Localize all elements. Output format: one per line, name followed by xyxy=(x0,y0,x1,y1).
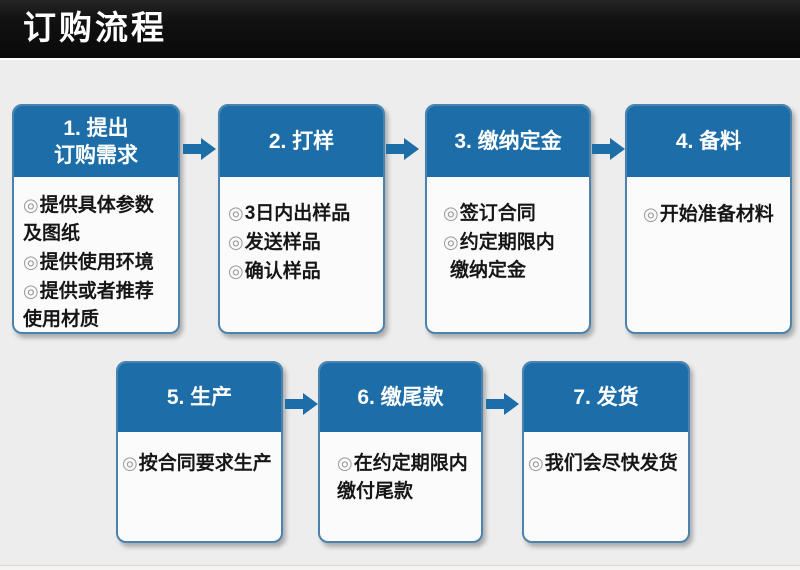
flow-step-box-3: 3. 缴纳定金◎签订合同◎约定期限内缴纳定金 xyxy=(425,104,591,334)
bullet-icon: ◎ xyxy=(228,232,244,252)
item-text: 我们会尽快发货 xyxy=(544,453,678,474)
item-line: ◎提供具体参数 xyxy=(23,191,176,220)
page-bottom-divider xyxy=(0,565,800,570)
item-text: 提供具体参数 xyxy=(39,195,154,216)
item-line: ◎提供或者推荐 xyxy=(23,277,176,306)
flow-step-body: ◎开始准备材料 xyxy=(627,177,790,229)
bullet-icon: ◎ xyxy=(23,195,39,215)
flow-step-title-line: 1. 提出 xyxy=(63,116,129,140)
item-text: 发送样品 xyxy=(244,232,321,253)
bullet-icon: ◎ xyxy=(23,252,39,272)
bullet-icon: ◎ xyxy=(23,281,39,301)
bullet-icon: ◎ xyxy=(228,203,244,223)
item-line: ◎按合同要求生产 xyxy=(122,449,279,478)
flow-step-title-line: 6. 缴尾款 xyxy=(357,386,444,409)
flow-step-box-7: 7. 发货 ◎我们会尽快发货 xyxy=(522,361,690,543)
bullet-icon: ◎ xyxy=(528,453,544,473)
item-text: 在约定期限内 xyxy=(353,453,468,474)
item-line-continuation: 缴纳定金 xyxy=(450,260,527,281)
flow-step-title: 6. 缴尾款 xyxy=(320,363,481,432)
bullet-icon: ◎ xyxy=(122,453,138,473)
flow-step-item: ◎提供具体参数及图纸 xyxy=(23,191,176,248)
bullet-icon: ◎ xyxy=(443,232,459,252)
flow-step-item: ◎发送样品 xyxy=(228,228,381,257)
flow-step-body: ◎我们会尽快发货 xyxy=(524,432,688,478)
flow-step-item: ◎在约定期限内缴付尾款 xyxy=(337,449,479,506)
flow-step-title: 5. 生产 xyxy=(118,363,281,432)
bullet-icon: ◎ xyxy=(228,261,244,281)
flow-step-box-6: 6. 缴尾款 ◎在约定期限内缴付尾款 xyxy=(318,361,483,543)
flow-step-title-line: 订购需求 xyxy=(54,143,138,167)
flow-step-item: ◎确认样品 xyxy=(228,257,381,286)
item-line: ◎我们会尽快发货 xyxy=(528,449,686,478)
flow-step-title-line: 4. 备料 xyxy=(675,130,742,153)
flow-step-body: ◎签订合同◎约定期限内缴纳定金 xyxy=(427,177,589,285)
item-line-continuation: 缴付尾款 xyxy=(337,481,414,502)
item-text: 提供或者推荐 xyxy=(39,281,154,302)
page-header: 订购流程 xyxy=(0,0,800,60)
flow-step-item: ◎签订合同 xyxy=(443,199,587,228)
flow-step-title-line: 2. 打样 xyxy=(268,130,335,153)
item-text: 提供使用环境 xyxy=(39,252,154,273)
arrow-right-icon xyxy=(183,138,216,160)
item-text: 按合同要求生产 xyxy=(138,453,272,474)
flow-step-title: 1. 提出订购需求 xyxy=(14,106,178,177)
item-line: ◎发送样品 xyxy=(228,228,381,257)
flow-step-body: ◎3日内出样品◎发送样品◎确认样品 xyxy=(220,177,383,286)
flow-step-box-1: 1. 提出订购需求◎提供具体参数及图纸◎提供使用环境◎提供或者推荐使用材质 xyxy=(12,104,180,334)
flow-step-item: ◎开始准备材料 xyxy=(643,200,788,229)
bullet-icon: ◎ xyxy=(337,453,353,473)
flow-step-box-2: 2. 打样◎3日内出样品◎发送样品◎确认样品 xyxy=(218,104,385,334)
flow-step-body: ◎提供具体参数及图纸◎提供使用环境◎提供或者推荐使用材质 xyxy=(14,177,178,332)
flow-step-item: ◎按合同要求生产 xyxy=(122,449,279,478)
arrow-right-icon xyxy=(486,393,519,415)
page-title: 订购流程 xyxy=(23,9,167,46)
flow-step-title: 2. 打样 xyxy=(220,106,383,177)
bullet-icon: ◎ xyxy=(643,204,659,224)
flow-step-title: 4. 备料 xyxy=(627,106,790,177)
item-line-continuation: 及图纸 xyxy=(23,223,81,244)
flow-step-body: ◎按合同要求生产 xyxy=(118,432,281,478)
flow-step-title: 3. 缴纳定金 xyxy=(427,106,589,177)
item-line: ◎提供使用环境 xyxy=(23,248,176,277)
flow-step-item: ◎我们会尽快发货 xyxy=(528,449,686,478)
arrow-right-icon xyxy=(592,138,625,160)
flow-step-item: ◎提供或者推荐使用材质 xyxy=(23,277,176,332)
item-line: ◎开始准备材料 xyxy=(643,200,788,229)
item-text: 约定期限内 xyxy=(459,232,555,253)
flow-step-title-line: 3. 缴纳定金 xyxy=(454,130,562,153)
item-line: ◎3日内出样品 xyxy=(228,199,381,228)
item-text: 3日内出样品 xyxy=(244,203,351,224)
flow-step-box-4: 4. 备料 ◎开始准备材料 xyxy=(625,104,792,334)
arrow-right-icon xyxy=(285,393,318,415)
flow-step-box-5: 5. 生产 ◎按合同要求生产 xyxy=(116,361,283,543)
item-line: ◎在约定期限内 xyxy=(337,449,479,478)
item-line: ◎确认样品 xyxy=(228,257,381,286)
flow-step-title-line: 5. 生产 xyxy=(166,386,233,409)
arrow-right-icon xyxy=(386,138,419,160)
flow-step-title-line: 7. 发货 xyxy=(573,386,639,409)
item-line: ◎约定期限内 xyxy=(443,228,587,257)
flow-step-item: ◎约定期限内缴纳定金 xyxy=(443,228,587,285)
flow-step-item: ◎3日内出样品 xyxy=(228,199,381,228)
flow-step-item: ◎提供使用环境 xyxy=(23,248,176,277)
item-line: ◎签订合同 xyxy=(443,199,587,228)
flow-step-body: ◎在约定期限内缴付尾款 xyxy=(320,432,481,506)
item-text: 确认样品 xyxy=(244,261,321,282)
item-text: 开始准备材料 xyxy=(659,204,774,225)
bullet-icon: ◎ xyxy=(443,203,459,223)
flow-step-title: 7. 发货 xyxy=(524,363,688,432)
item-text: 签订合同 xyxy=(459,203,536,224)
item-line-continuation: 使用材质 xyxy=(23,309,100,330)
